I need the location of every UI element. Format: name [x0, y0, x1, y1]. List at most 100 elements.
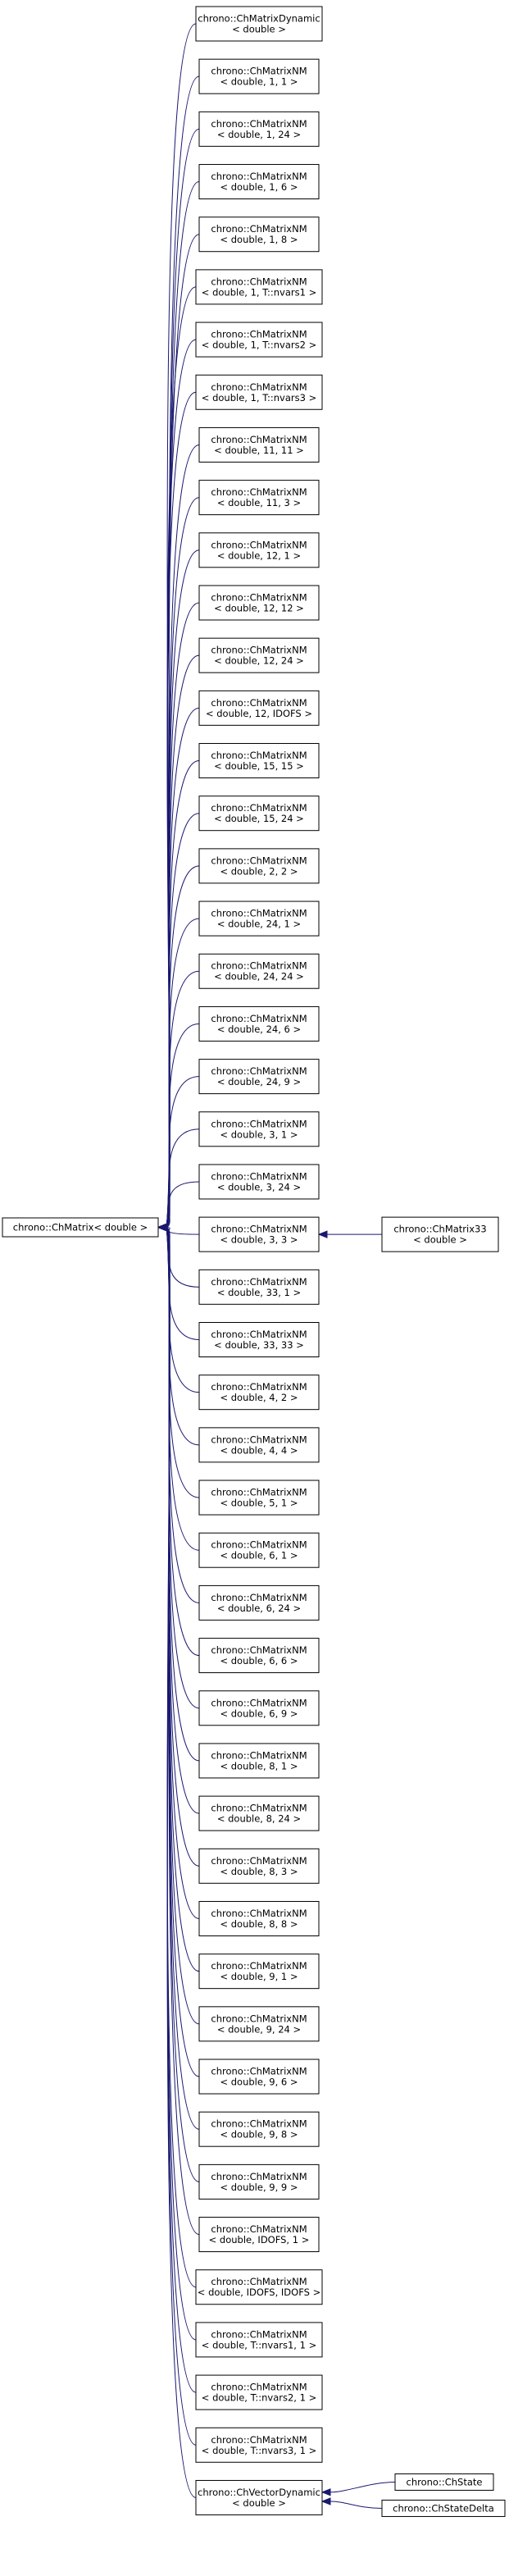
edge-class-node-chrono-chmatrixnm-double-15-24-to-root — [157, 813, 200, 1232]
class-node-chrono-chmatrixnm-double-24-1[interactable]: chrono::ChMatrixNM< double, 24, 1 > — [198, 900, 320, 937]
root-class-node-box — [2, 1217, 159, 1238]
class-node-chrono-chmatrixnm-double-1-1[interactable]: chrono::ChMatrixNM< double, 1, 1 > — [198, 58, 320, 94]
class-node-chrono-chmatrixnm-double-6-9[interactable]: chrono::ChMatrixNM< double, 6, 9 > — [198, 1690, 320, 1726]
class-node-chrono-chmatrixnm-double-5-1[interactable]: chrono::ChMatrixNM< double, 5, 1 > — [198, 1479, 320, 1516]
class-node-chrono-chmatrixnm-double-15-15[interactable]: chrono::ChMatrixNM< double, 15, 15 > — [198, 743, 320, 779]
class-node-chrono-chmatrixnm-double-12-12[interactable]: chrono::ChMatrixNM< double, 12, 12 > — [198, 585, 320, 621]
class-node-chrono-chmatrixnm-double-4-4[interactable]: chrono::ChMatrixNM< double, 4, 4 > — [198, 1427, 320, 1463]
class-node-chrono-chvectordynamic-double[interactable]: chrono::ChVectorDynamic< double > — [195, 2479, 323, 2515]
class-node-chrono-chmatrixnm-double-6-1-label-line: < double, 6, 1 > — [220, 1550, 298, 1562]
class-node-chrono-chmatrixnm-double-8-8[interactable]: chrono::ChMatrixNM< double, 8, 8 > — [198, 1900, 320, 1936]
class-node-chrono-chmatrixnm-double-12-idofs[interactable]: chrono::ChMatrixNM< double, 12, IDOFS > — [198, 690, 320, 726]
class-node-chrono-chmatrixnm-double-8-3-label-line: < double, 8, 3 > — [220, 1866, 298, 1877]
class-node-chrono-chmatrixnm-double-1-24-label-line: chrono::ChMatrixNM — [211, 118, 307, 130]
edge-class-node-chrono-chmatrixnm-double-6-9-to-root — [157, 1223, 200, 1709]
class-node-chrono-chmatrixnm-double-12-1[interactable]: chrono::ChMatrixNM< double, 12, 1 > — [198, 532, 320, 568]
class-node-chrono-chmatrix33-double-label-line: chrono::ChMatrix33 — [393, 1224, 486, 1235]
class-node-chrono-chmatrixnm-double-idofs-1-label-line: < double, IDOFS, 1 > — [209, 2234, 310, 2245]
class-node-chrono-chmatrixnm-double-11-3-box — [198, 480, 320, 516]
class-node-chrono-chmatrixnm-double-8-1-box — [198, 1743, 320, 1779]
edge-class-node-chrono-chvectordynamic-double-to-root-arrowhead — [157, 1223, 167, 1232]
class-node-chrono-chmatrixnm-double-33-1[interactable]: chrono::ChMatrixNM< double, 33, 1 > — [198, 1269, 320, 1305]
class-node-chrono-chmatrixnm-double-1-8[interactable]: chrono::ChMatrixNM< double, 1, 8 > — [198, 217, 320, 253]
class-nodes: chrono::ChMatrix< double >chrono::ChMatr… — [2, 6, 506, 2517]
class-node-chrono-chmatrixnm-double-6-1[interactable]: chrono::ChMatrixNM< double, 6, 1 > — [198, 1532, 320, 1568]
class-node-chrono-chmatrixnm-double-9-9-label-line: chrono::ChMatrixNM — [211, 2171, 307, 2182]
class-node-chrono-chmatrixnm-double-1-t-nvars3[interactable]: chrono::ChMatrixNM< double, 1, T::nvars3… — [195, 374, 323, 410]
edge-class-node-chrono-chmatrixnm-double-3-3-to-root-line — [166, 1227, 200, 1235]
class-node-chrono-chmatrixnm-double-t-nvars2-1-label-line: < double, T::nvars2, 1 > — [202, 2392, 316, 2404]
class-node-chrono-chmatrixnm-double-t-nvars3-1[interactable]: chrono::ChMatrixNM< double, T::nvars3, 1… — [195, 2427, 323, 2463]
class-node-chrono-chmatrixnm-double-1-24[interactable]: chrono::ChMatrixNM< double, 1, 24 > — [198, 111, 320, 147]
class-node-chrono-chmatrixnm-double-9-8[interactable]: chrono::ChMatrixNM< double, 9, 8 > — [198, 2111, 320, 2147]
class-node-chrono-chmatrixdynamic-double[interactable]: chrono::ChMatrixDynamic< double > — [195, 6, 323, 42]
class-node-chrono-chmatrixnm-double-1-t-nvars3-box — [195, 374, 323, 410]
class-node-chrono-chmatrixnm-double-1-t-nvars3-label-line: chrono::ChMatrixNM — [211, 381, 307, 393]
class-node-chrono-chmatrixnm-double-24-24[interactable]: chrono::ChMatrixNM< double, 24, 24 > — [198, 953, 320, 989]
class-node-chrono-chmatrixnm-double-idofs-1[interactable]: chrono::ChMatrixNM< double, IDOFS, 1 > — [198, 2217, 320, 2253]
class-node-chrono-chmatrixnm-double-t-nvars1-1-box — [195, 2322, 323, 2358]
class-node-chrono-chmatrixnm-double-9-8-box — [198, 2111, 320, 2147]
class-node-chrono-chmatrixnm-double-2-2[interactable]: chrono::ChMatrixNM< double, 2, 2 > — [198, 848, 320, 884]
class-node-chrono-chmatrixnm-double-6-9-box — [198, 1690, 320, 1726]
class-node-chrono-chmatrixnm-double-9-6-box — [198, 2059, 320, 2095]
class-node-chrono-chmatrixnm-double-24-24-label-line: chrono::ChMatrixNM — [211, 960, 307, 972]
class-node-chrono-chstate[interactable]: chrono::ChState — [394, 2473, 494, 2491]
class-node-chrono-chmatrixnm-double-3-24[interactable]: chrono::ChMatrixNM< double, 3, 24 > — [198, 1164, 320, 1200]
class-node-chrono-chmatrixnm-double-idofs-idofs[interactable]: chrono::ChMatrixNM< double, IDOFS, IDOFS… — [195, 2269, 323, 2305]
edge-class-node-chrono-chmatrix33-double-to-parent — [317, 1230, 382, 1238]
class-node-chrono-chmatrixnm-double-24-24-box — [198, 953, 320, 989]
class-node-chrono-chmatrixnm-double-8-24[interactable]: chrono::ChMatrixNM< double, 8, 24 > — [198, 1795, 320, 1831]
class-node-chrono-chmatrixnm-double-3-1[interactable]: chrono::ChMatrixNM< double, 3, 1 > — [198, 1111, 320, 1147]
class-node-chrono-chmatrixnm-double-6-24-box — [198, 1584, 320, 1621]
class-node-chrono-chmatrixnm-double-9-1[interactable]: chrono::ChMatrixNM< double, 9, 1 > — [198, 1954, 320, 1990]
class-node-chrono-chmatrix33-double[interactable]: chrono::ChMatrix33< double > — [381, 1216, 499, 1252]
class-node-chrono-chmatrixnm-double-4-2[interactable]: chrono::ChMatrixNM< double, 4, 2 > — [198, 1375, 320, 1411]
class-node-chrono-chstatedelta[interactable]: chrono::ChStateDelta — [381, 2499, 506, 2517]
class-node-chrono-chmatrixnm-double-6-24-label-line: < double, 6, 24 > — [217, 1603, 301, 1614]
class-node-chrono-chstate-label-line: chrono::ChState — [407, 2476, 483, 2487]
class-node-chrono-chmatrixnm-double-3-3-label-line: chrono::ChMatrixNM — [211, 1224, 307, 1235]
class-node-chrono-chmatrixnm-double-12-24-box — [198, 637, 320, 673]
edge-class-node-chrono-chmatrixnm-double-11-3-to-root — [157, 497, 200, 1232]
class-node-chrono-chmatrixnm-double-6-6[interactable]: chrono::ChMatrixNM< double, 6, 6 > — [198, 1638, 320, 1674]
class-node-chrono-chmatrixnm-double-9-24[interactable]: chrono::ChMatrixNM< double, 9, 24 > — [198, 2006, 320, 2042]
class-node-chrono-chmatrixnm-double-3-3[interactable]: chrono::ChMatrixNM< double, 3, 3 > — [198, 1216, 320, 1252]
class-node-chrono-chmatrixnm-double-24-9-label-line: chrono::ChMatrixNM — [211, 1065, 307, 1077]
class-node-chrono-chmatrixnm-double-8-1[interactable]: chrono::ChMatrixNM< double, 8, 1 > — [198, 1743, 320, 1779]
edge-class-node-chrono-chstatedelta-to-parent — [320, 2497, 383, 2509]
class-node-chrono-chmatrixnm-double-12-24[interactable]: chrono::ChMatrixNM< double, 12, 24 > — [198, 637, 320, 673]
class-node-chrono-chmatrixnm-double-11-11[interactable]: chrono::ChMatrixNM< double, 11, 11 > — [198, 426, 320, 463]
root-class-node[interactable]: chrono::ChMatrix< double > — [2, 1217, 159, 1238]
class-node-chrono-chmatrixnm-double-8-3[interactable]: chrono::ChMatrixNM< double, 8, 3 > — [198, 1848, 320, 1884]
edge-class-node-chrono-chvectordynamic-double-to-root-line — [166, 1227, 197, 2498]
class-node-chrono-chmatrixnm-double-t-nvars2-1[interactable]: chrono::ChMatrixNM< double, T::nvars2, 1… — [195, 2374, 323, 2410]
edge-class-node-chrono-chmatrixnm-double-24-9-to-root-line — [166, 1076, 200, 1228]
class-node-chrono-chmatrixnm-double-15-24[interactable]: chrono::ChMatrixNM< double, 15, 24 > — [198, 796, 320, 832]
class-node-chrono-chmatrixnm-double-33-1-label-line: < double, 33, 1 > — [217, 1287, 301, 1298]
class-node-chrono-chmatrixnm-double-24-6[interactable]: chrono::ChMatrixNM< double, 24, 6 > — [198, 1005, 320, 1042]
class-node-chrono-chmatrixnm-double-1-6[interactable]: chrono::ChMatrixNM< double, 1, 6 > — [198, 164, 320, 200]
class-node-chrono-chmatrixnm-double-24-9[interactable]: chrono::ChMatrixNM< double, 24, 9 > — [198, 1059, 320, 1095]
class-node-chrono-chmatrixnm-double-4-2-label-line: chrono::ChMatrixNM — [211, 1381, 307, 1393]
class-node-chrono-chmatrixnm-double-9-9[interactable]: chrono::ChMatrixNM< double, 9, 9 > — [198, 2163, 320, 2200]
class-node-chrono-chmatrixnm-double-9-6[interactable]: chrono::ChMatrixNM< double, 9, 6 > — [198, 2059, 320, 2095]
class-node-chrono-chmatrixnm-double-11-3[interactable]: chrono::ChMatrixNM< double, 11, 3 > — [198, 480, 320, 516]
edge-class-node-chrono-chmatrixnm-double-idofs-1-to-root — [157, 1223, 200, 2236]
class-node-chrono-chmatrixnm-double-1-1-label-line: chrono::ChMatrixNM — [211, 66, 307, 77]
class-node-chrono-chmatrixnm-double-t-nvars1-1-label-line: chrono::ChMatrixNM — [211, 2328, 307, 2340]
class-node-chrono-chmatrixnm-double-9-6-label-line: < double, 9, 6 > — [220, 2077, 298, 2088]
class-node-chrono-chmatrixnm-double-33-33[interactable]: chrono::ChMatrixNM< double, 33, 33 > — [198, 1322, 320, 1357]
class-node-chrono-chmatrixnm-double-12-12-label-line: < double, 12, 12 > — [214, 602, 304, 613]
class-node-chrono-chmatrixnm-double-1-t-nvars2[interactable]: chrono::ChMatrixNM< double, 1, T::nvars2… — [195, 321, 323, 358]
class-node-chrono-chmatrixnm-double-1-t-nvars2-box — [195, 321, 323, 358]
edge-class-node-chrono-chmatrixnm-double-9-9-to-root — [157, 1223, 200, 2182]
class-node-chrono-chmatrixnm-double-t-nvars3-1-box — [195, 2427, 323, 2463]
class-node-chrono-chmatrixnm-double-12-12-box — [198, 585, 320, 621]
class-node-chrono-chmatrixnm-double-t-nvars1-1[interactable]: chrono::ChMatrixNM< double, T::nvars1, 1… — [195, 2322, 323, 2358]
class-node-chrono-chmatrixnm-double-6-24[interactable]: chrono::ChMatrixNM< double, 6, 24 > — [198, 1584, 320, 1621]
class-node-chrono-chmatrixnm-double-12-idofs-box — [198, 690, 320, 726]
class-node-chrono-chmatrixnm-double-1-t-nvars1[interactable]: chrono::ChMatrixNM< double, 1, T::nvars1… — [195, 269, 323, 305]
class-node-chrono-chmatrix33-double-box — [381, 1216, 499, 1252]
